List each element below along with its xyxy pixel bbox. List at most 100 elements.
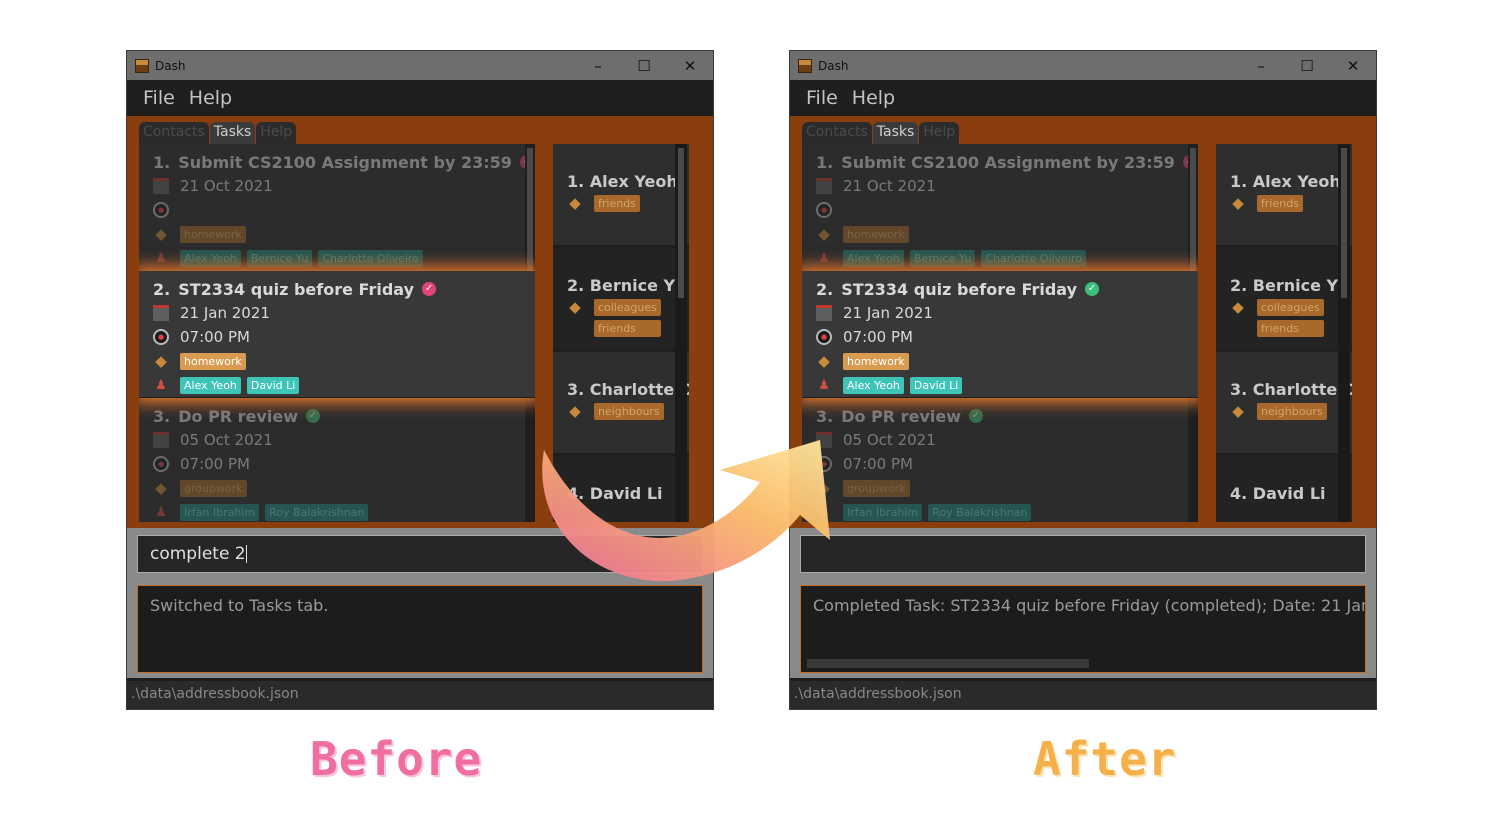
menu-help[interactable]: Help (851, 86, 896, 109)
task-list[interactable]: 1.Submit CS2100 Assignment by 23:59✓21 O… (802, 144, 1198, 522)
maximize-button[interactable]: ☐ (637, 56, 651, 75)
tab-help[interactable]: Help (919, 122, 960, 144)
task-person: Roy Balakrishnan (928, 503, 1032, 521)
tab-contacts[interactable]: Contacts (139, 122, 209, 144)
tag-icon: ◆ (155, 352, 167, 370)
tag-icon: ◆ (1232, 402, 1244, 420)
contact-tag: friends (594, 320, 661, 337)
task-person: Charlotte Oliveiro (318, 249, 424, 267)
contact-name: Alex Yeoh (589, 172, 678, 191)
contact-index: 3. (567, 380, 585, 399)
task-title: Do PR review (841, 406, 961, 426)
contact-card[interactable]: 3. Charlotte O◆neighbours (553, 352, 689, 456)
task-index: 3. (153, 406, 171, 426)
contact-list-scrollbar[interactable] (675, 144, 687, 522)
task-title: Submit CS2100 Assignment by 23:59 (841, 152, 1175, 172)
status-bar: .\data\addressbook.json (790, 681, 1376, 709)
result-display: Completed Task: ST2334 quiz before Frida… (800, 585, 1366, 673)
tag-icon: ◆ (818, 352, 830, 370)
contact-card[interactable]: 1. Alex Yeoh ◆ friends (553, 144, 689, 248)
close-button[interactable]: ✕ (1346, 56, 1360, 75)
contact-card[interactable]: 4. David Li (553, 456, 689, 522)
contact-card[interactable]: 1. Alex Yeoh◆friends (1216, 144, 1352, 248)
tab-contacts[interactable]: Contacts (802, 122, 872, 144)
tag-icon: ◆ (569, 194, 581, 212)
contact-name: Charlotte O (1252, 380, 1352, 399)
person-icon: ♟ (818, 250, 830, 266)
task-card[interactable]: 3.Do PR review✓05 Oct 2021●07:00 PM◆grou… (802, 398, 1198, 522)
contact-tag: friends (594, 195, 640, 212)
task-card[interactable]: 1.Submit CS2100 Assignment by 23:59✓21 O… (802, 144, 1198, 271)
minimize-button[interactable]: – (1257, 56, 1265, 75)
tab-tasks[interactable]: Tasks (872, 122, 919, 144)
task-person: David Li (909, 376, 963, 394)
task-person: Alex Yeoh (843, 249, 904, 267)
clock-icon: ● (816, 329, 832, 345)
menu-file[interactable]: File (806, 86, 838, 109)
tag-icon: ◆ (1232, 194, 1244, 212)
minimize-button[interactable]: – (594, 56, 602, 75)
task-card[interactable]: 3.Do PR review✓05 Oct 2021●07:00 PM◆grou… (139, 398, 535, 522)
menu-help[interactable]: Help (188, 86, 233, 109)
contact-tag: friends (1257, 320, 1324, 337)
command-input[interactable] (800, 535, 1366, 573)
tag-icon: ◆ (569, 402, 581, 420)
completed-status-icon: ✓ (305, 409, 320, 423)
result-scrollbar[interactable] (807, 659, 1089, 668)
contact-tag: neighbours (594, 403, 664, 420)
app-icon (135, 58, 149, 73)
contact-index: 1. (567, 172, 585, 191)
task-list[interactable]: 1.Submit CS2100 Assignment by 23:59✓21 O… (139, 144, 535, 522)
clock-icon: ● (816, 202, 832, 218)
title-bar[interactable]: Dash – ☐ ✕ (790, 51, 1376, 80)
task-tag: homework (180, 352, 246, 370)
maximize-button[interactable]: ☐ (1300, 56, 1314, 75)
pending-status-icon: ✓ (422, 282, 437, 296)
task-card[interactable]: 1.Submit CS2100 Assignment by 23:59✓21 O… (139, 144, 535, 271)
text-cursor (245, 545, 247, 563)
before-caption: Before (310, 732, 483, 786)
contact-list-scrollbar[interactable] (1338, 144, 1350, 522)
completed-status-icon: ✓ (968, 409, 983, 423)
contact-tag: colleagues (594, 299, 661, 316)
task-card[interactable]: 2.ST2334 quiz before Friday✓21 Jan 2021●… (139, 271, 535, 398)
contact-tag: colleagues (1257, 299, 1324, 316)
task-index: 2. (153, 279, 171, 299)
tag-icon: ◆ (818, 225, 830, 243)
tab-help[interactable]: Help (256, 122, 297, 144)
close-button[interactable]: ✕ (683, 56, 697, 75)
contact-name: David Li (589, 484, 663, 503)
task-tag: homework (180, 225, 246, 243)
after-caption: After (1033, 732, 1177, 786)
contact-index: 2. (1230, 276, 1248, 295)
result-box: Completed Task: ST2334 quiz before Frida… (790, 580, 1376, 678)
contact-card[interactable]: 3. Charlotte O◆neighbours (1216, 352, 1352, 456)
status-bar: .\data\addressbook.json (127, 681, 713, 709)
task-card[interactable]: 2.ST2334 quiz before Friday✓21 Jan 2021●… (802, 271, 1198, 398)
window-title: Dash (818, 58, 849, 73)
app-icon (798, 58, 812, 73)
clock-icon: ● (153, 456, 169, 472)
title-bar[interactable]: Dash – ☐ ✕ (127, 51, 713, 80)
menu-file[interactable]: File (143, 86, 175, 109)
tab-tasks[interactable]: Tasks (209, 122, 256, 144)
completed-status-icon: ✓ (1085, 282, 1100, 296)
task-date: 21 Jan 2021 (843, 304, 933, 322)
tag-icon: ◆ (569, 298, 581, 316)
window-title: Dash (155, 58, 186, 73)
calendar-icon (153, 432, 169, 448)
contact-card[interactable]: 4. David Li (1216, 456, 1352, 522)
task-person: David Li (246, 376, 300, 394)
task-date: 21 Oct 2021 (180, 177, 273, 195)
task-index: 1. (153, 152, 171, 172)
tag-icon: ◆ (155, 479, 167, 497)
